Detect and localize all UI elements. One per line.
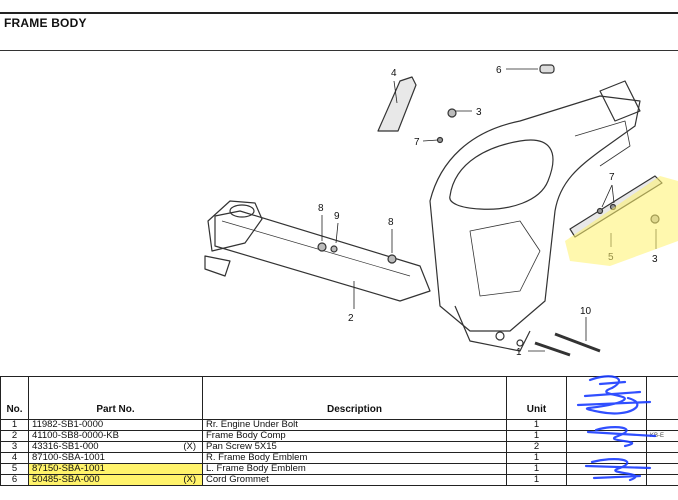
row-part-no: 43316-SB1-000 (X) bbox=[28, 441, 203, 453]
row-part-no: 11982-SB1-0000 bbox=[28, 419, 203, 431]
row-extra bbox=[646, 441, 678, 453]
row-col5 bbox=[566, 419, 647, 431]
row-col5 bbox=[566, 441, 647, 453]
callout-7-right: 7 bbox=[609, 172, 615, 183]
part-number: 11982-SB1-0000 bbox=[32, 419, 104, 430]
row-part-no-highlighted: 87150-SBA-1001 bbox=[28, 463, 203, 475]
callout-6: 6 bbox=[496, 65, 502, 76]
callout-9: 9 bbox=[334, 211, 340, 222]
row-unit: 1 bbox=[506, 452, 567, 464]
row-part-no-highlighted: 50485-SBA-000 (X) bbox=[28, 474, 203, 486]
row-unit: 1 bbox=[506, 430, 567, 442]
table-row: 2 41100-SB8-0000-KB Frame Body Comp 1 KB… bbox=[0, 430, 678, 442]
row-description: Cord Grommet bbox=[202, 474, 507, 486]
row-extra bbox=[646, 452, 678, 464]
row-unit: 2 bbox=[506, 441, 567, 453]
part-note: (X) bbox=[183, 474, 196, 485]
row-description: L. Frame Body Emblem bbox=[202, 463, 507, 475]
title-rule bbox=[0, 50, 678, 51]
header-no: No. bbox=[0, 376, 29, 420]
callout-1: 1 bbox=[516, 347, 522, 358]
header-description: Description bbox=[202, 376, 507, 420]
head-pipe bbox=[207, 200, 263, 252]
row-col5 bbox=[566, 430, 647, 442]
header-col5 bbox=[566, 376, 647, 420]
part-number: 87100-SBA-1001 bbox=[32, 452, 105, 463]
row-no: 4 bbox=[0, 452, 29, 464]
row-description: Pan Screw 5X15 bbox=[202, 441, 507, 453]
parts-table: No. Part No. Description Unit 1 11982-SB… bbox=[0, 376, 678, 486]
part-note: (X) bbox=[183, 441, 196, 452]
row-part-no: 87100-SBA-1001 bbox=[28, 452, 203, 464]
row-no: 2 bbox=[0, 430, 29, 442]
top-rule bbox=[0, 12, 678, 14]
callout-8-left: 8 bbox=[318, 203, 324, 214]
row-extra: KB-E bbox=[646, 430, 678, 442]
row-no: 3 bbox=[0, 441, 29, 453]
table-row: 6 50485-SBA-000 (X) Cord Grommet 1 bbox=[0, 474, 678, 486]
part-10-bolt bbox=[554, 332, 601, 353]
callout-8-right: 8 bbox=[388, 217, 394, 228]
row-no: 1 bbox=[0, 419, 29, 431]
table-row: 5 87150-SBA-1001 L. Frame Body Emblem 1 bbox=[0, 463, 678, 475]
part-6-grommet bbox=[539, 64, 555, 74]
part-5-highlight bbox=[565, 176, 678, 266]
table-row: 3 43316-SB1-000 (X) Pan Screw 5X15 2 bbox=[0, 441, 678, 453]
row-no: 5 bbox=[0, 463, 29, 475]
exploded-view-drawing: 4 6 3 7 7 5 3 8 9 8 2 10 1 bbox=[204, 64, 678, 358]
callout-4: 4 bbox=[391, 68, 397, 79]
part-1-bolt bbox=[534, 341, 571, 357]
callout-2: 2 bbox=[348, 313, 354, 324]
part-number: 50485-SBA-000 bbox=[32, 474, 100, 485]
part-4-emblem bbox=[377, 76, 417, 132]
row-col5 bbox=[566, 474, 647, 486]
callout-7-left: 7 bbox=[414, 137, 420, 148]
table-header-row: No. Part No. Description Unit bbox=[0, 376, 678, 420]
rear-frame bbox=[429, 95, 641, 332]
row-extra bbox=[646, 419, 678, 431]
header-unit: Unit bbox=[506, 376, 567, 420]
callout-10: 10 bbox=[580, 306, 592, 317]
row-unit: 1 bbox=[506, 463, 567, 475]
part-number: 43316-SB1-000 bbox=[32, 441, 99, 452]
row-extra bbox=[646, 474, 678, 486]
row-col5 bbox=[566, 463, 647, 475]
row-col5 bbox=[566, 452, 647, 464]
row-description: Rr. Engine Under Bolt bbox=[202, 419, 507, 431]
row-no: 6 bbox=[0, 474, 29, 486]
table-row: 1 11982-SB1-0000 Rr. Engine Under Bolt 1 bbox=[0, 419, 678, 431]
callout-3-right: 3 bbox=[652, 254, 658, 265]
row-part-no: 41100-SB8-0000-KB bbox=[28, 430, 203, 442]
row-unit: 1 bbox=[506, 474, 567, 486]
main-tube bbox=[214, 210, 431, 302]
page-title: FRAME BODY bbox=[4, 16, 87, 30]
callout-3-top: 3 bbox=[476, 107, 482, 118]
part-number: 87150-SBA-1001 bbox=[32, 463, 105, 474]
table-row: 4 87100-SBA-1001 R. Frame Body Emblem 1 bbox=[0, 452, 678, 464]
header-part-no: Part No. bbox=[28, 376, 203, 420]
header-col6 bbox=[646, 376, 678, 420]
row-description: Frame Body Comp bbox=[202, 430, 507, 442]
row-unit: 1 bbox=[506, 419, 567, 431]
part-number: 41100-SB8-0000-KB bbox=[32, 430, 119, 441]
row-extra bbox=[646, 463, 678, 475]
frame-body-diagram: 4 6 3 7 7 5 3 8 9 8 2 10 1 bbox=[0, 51, 678, 376]
row-description: R. Frame Body Emblem bbox=[202, 452, 507, 464]
